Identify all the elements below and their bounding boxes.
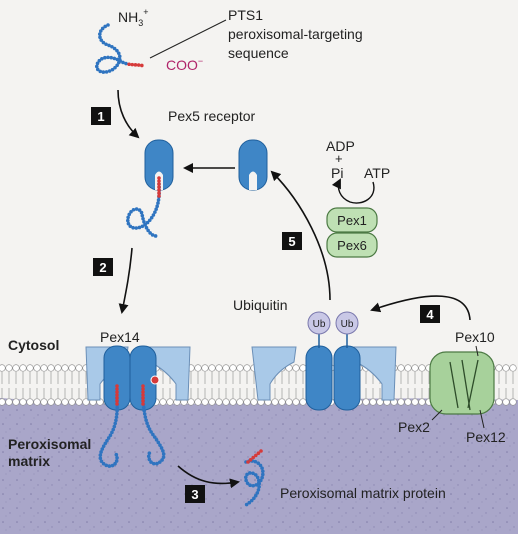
arrow-step-5 bbox=[270, 170, 331, 301]
svg-text:3: 3 bbox=[191, 487, 198, 502]
ubiquitinated-pex5-complex bbox=[251, 334, 397, 411]
plus-label: + bbox=[335, 151, 343, 166]
pex5-receptor-recycled bbox=[238, 139, 268, 191]
released-matrix-protein bbox=[243, 449, 265, 507]
ubiquitin-label: Ubiquitin bbox=[233, 297, 287, 313]
pex1-label: Pex1 bbox=[337, 213, 367, 228]
pex5-receptor-with-cargo bbox=[126, 139, 174, 238]
pex12-leader bbox=[479, 409, 485, 429]
svg-text:1: 1 bbox=[97, 109, 104, 124]
svg-text:5: 5 bbox=[288, 234, 295, 249]
ub-label-1: Ub bbox=[313, 319, 326, 330]
pex10-label: Pex10 bbox=[455, 329, 495, 345]
step-badge-5: 5 bbox=[282, 232, 302, 250]
pex2-pex10-pex12-complex bbox=[429, 351, 495, 415]
step-badge-2: 2 bbox=[93, 258, 113, 276]
ub-label-2: Ub bbox=[341, 319, 354, 330]
pex12-label: Pex12 bbox=[466, 429, 506, 445]
pex6-box: Pex6 bbox=[326, 232, 378, 258]
pex5-receptor-label: Pex5 receptor bbox=[168, 108, 255, 124]
pex2-leader bbox=[431, 409, 443, 421]
peroxisomal-matrix-label-2: matrix bbox=[8, 453, 50, 469]
peroxisomal-matrix-label-1: Peroxisomal bbox=[8, 436, 91, 452]
pex1-box: Pex1 bbox=[326, 207, 378, 233]
pts1-leader-line bbox=[149, 19, 227, 59]
ubiquitin-tag-1: Ub bbox=[307, 311, 331, 335]
pex14-label: Pex14 bbox=[100, 329, 140, 345]
pex10-leader bbox=[475, 345, 479, 357]
pex2-label: Pex2 bbox=[398, 419, 430, 435]
step-badge-4: 4 bbox=[420, 305, 440, 323]
nh3-terminus-label: NH3+ bbox=[118, 7, 149, 28]
pex14-docking-complex bbox=[85, 345, 191, 411]
translocating-cargo bbox=[98, 384, 166, 468]
atp-label: ATP bbox=[364, 165, 390, 181]
atp-hydrolysis-arrow bbox=[331, 178, 375, 204]
matrix-protein-label: Peroxisomal matrix protein bbox=[280, 485, 446, 501]
ubiquitin-tag-2: Ub bbox=[335, 311, 359, 335]
arrow-step-1 bbox=[117, 89, 140, 139]
pts1-label-line1: PTS1 bbox=[228, 7, 263, 23]
pi-label: Pi bbox=[331, 165, 343, 181]
pts1-label-line2: peroxisomal-targeting bbox=[228, 26, 363, 42]
arrow-step-2 bbox=[118, 247, 133, 314]
svg-text:2: 2 bbox=[99, 260, 106, 275]
pts1-label-line3: sequence bbox=[228, 45, 289, 61]
svg-text:4: 4 bbox=[426, 307, 434, 322]
adp-label: ADP bbox=[326, 138, 355, 154]
step-badge-3: 3 bbox=[185, 485, 205, 503]
arrow-step-3 bbox=[177, 465, 240, 489]
pex6-label: Pex6 bbox=[337, 238, 367, 253]
arrow-step-4 bbox=[370, 295, 471, 321]
coo-terminus-label: COO− bbox=[166, 56, 203, 73]
cytosol-label: Cytosol bbox=[8, 337, 59, 353]
cargo-protein-chain bbox=[94, 23, 144, 74]
step-badge-1: 1 bbox=[91, 107, 111, 125]
